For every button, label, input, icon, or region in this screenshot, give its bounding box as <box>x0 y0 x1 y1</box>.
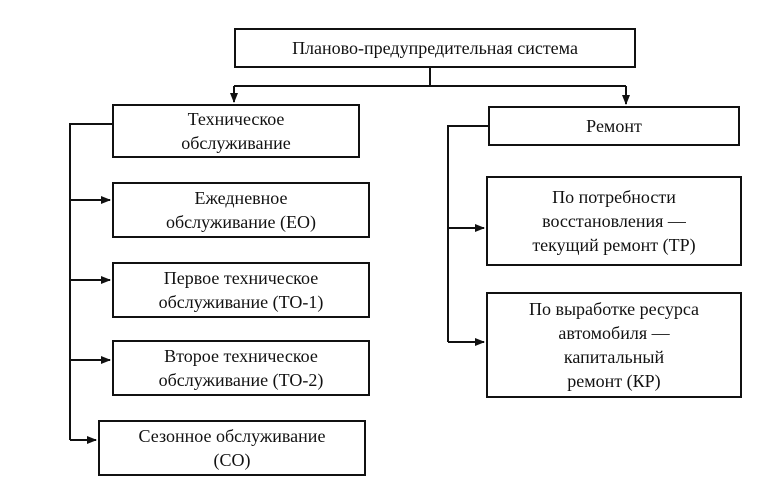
maintenance-box: Техническое обслуживание <box>112 104 360 158</box>
maintenance-spine <box>69 123 112 440</box>
root-system-box: Планово-предупредительная система <box>234 28 636 68</box>
first-maintenance-box: Первое техническое обслуживание (ТО-1) <box>112 262 370 318</box>
capital-repair-box: По выработке ресурса автомобиля — капита… <box>486 292 742 398</box>
second-maintenance-box: Второе техническое обслуживание (ТО-2) <box>112 340 370 396</box>
seasonal-maintenance-box: Сезонное обслуживание (СО) <box>98 420 366 476</box>
repair-box: Ремонт <box>488 106 740 146</box>
daily-maintenance-box: Ежедневное обслуживание (ЕО) <box>112 182 370 238</box>
current-repair-box: По потребности восстановления — текущий … <box>486 176 742 266</box>
repair-spine <box>447 125 488 342</box>
